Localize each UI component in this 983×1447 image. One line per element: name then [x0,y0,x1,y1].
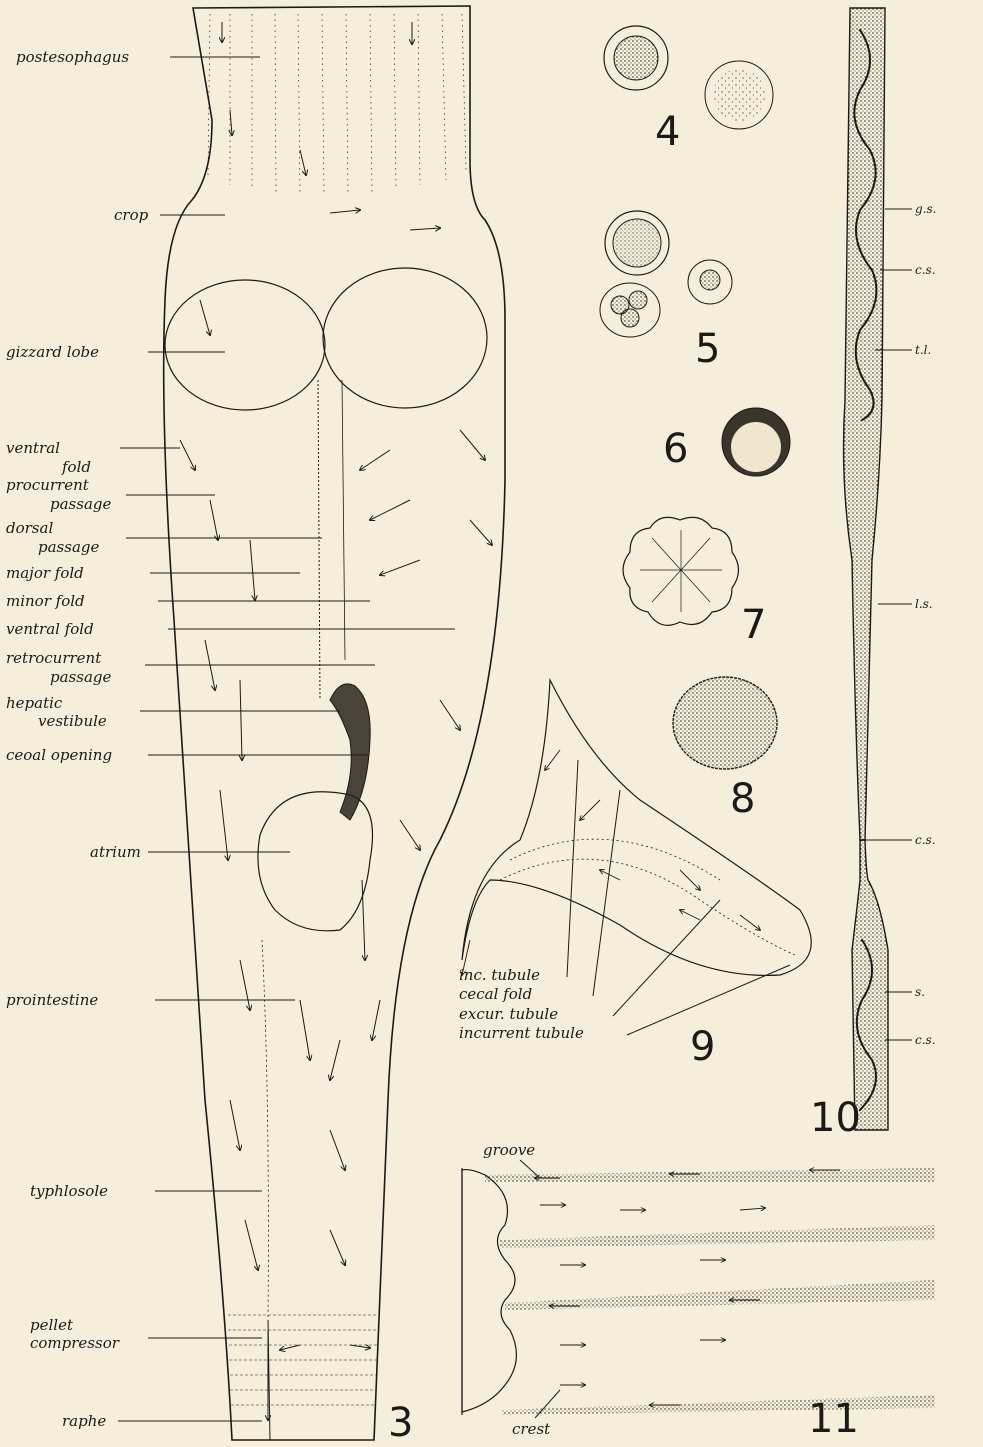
label-pellet-b: compressor [30,1334,120,1352]
figure-number-5: 5 [695,326,720,372]
major-fold [318,380,320,700]
fig5-cell-b-inner [700,270,720,290]
label-dorsal-b: passage [38,538,99,556]
label-ls: l.s. [915,597,933,611]
fig5-cell-c-part-2 [629,291,647,309]
fig5-cell-a-inner [613,219,661,267]
fig9-cecal-fold [500,859,795,955]
fig8-mulberry: 8 [673,677,777,822]
gizzard-lobe-right [323,268,487,408]
atrium [258,792,373,931]
figure-number-6: 6 [663,426,688,472]
label-raphe: raphe [62,1412,106,1430]
label-hepatic-a: hepatic [6,694,63,712]
figure-number-3: 3 [388,1400,413,1446]
label-cs-2: c.s. [915,833,936,847]
label-gizzard-lobe: gizzard lobe [6,343,99,361]
label-ventral-fold-b: fold [61,458,91,476]
minor-fold [342,380,345,660]
label-retrocurrent-b: passage [50,668,111,686]
fig5-cell-c-part-3 [621,309,639,327]
label-minor-fold: minor fold [6,592,85,610]
fig5-cells: 5 [600,211,732,372]
label-cs-1: c.s. [915,263,936,277]
label-ventral-fold-2: ventral fold [6,620,94,638]
label-s: s. [915,985,925,999]
hepatic-vestibule [330,684,370,820]
label-atrium: atrium [90,843,141,861]
fig10-nephridium: g.s. c.s. t.l. l.s. c.s. s. c.s. 10 [810,8,936,1141]
fig9-tubule [510,839,720,880]
figure-number-9: 9 [690,1024,715,1070]
label-incurrent-tubule: incurrent tubule [459,1024,584,1042]
gizzard-lobe-left [165,280,325,410]
fig9-leaders [567,760,790,1035]
label-cecal-fold: cecal fold [459,985,532,1003]
gut-outline [164,6,505,1440]
figure-number-10: 10 [810,1095,861,1141]
label-inc-tubule: inc. tubule [459,966,540,984]
label-postesophagus: postesophagus [16,48,129,66]
figure-number-7: 7 [741,602,766,648]
fig4-cell-a-inner [614,36,658,80]
fig4-cell-b-inner [713,69,765,121]
fig6-cell: 6 [663,408,790,476]
fig7-rays [640,530,722,612]
label-procurrent-b: passage [50,495,111,513]
fig6-cell-inner [731,422,781,472]
flow-arrows [180,22,492,1420]
label-ventral-fold-a: ventral [6,439,60,457]
label-cecal-opening: ceoal opening [6,746,112,764]
fig11-crests: groove crest 11 [462,1141,935,1442]
label-retrocurrent-a: retrocurrent [6,649,102,667]
fig3-gut: postesophagus crop gizzard lobe ventral … [6,6,505,1446]
fig7-rosette: 7 [623,517,766,648]
label-tl: t.l. [915,343,931,357]
fig11-arrows [535,1170,840,1405]
fig8-cell [673,677,777,769]
label-hepatic-b: vestibule [38,712,107,730]
label-dorsal-a: dorsal [6,519,53,537]
label-typhlosole: typhlosole [30,1182,108,1200]
figure-number-11: 11 [808,1396,859,1442]
pellet-compressor [228,1315,378,1405]
fig11-scalloped-edge [462,1170,516,1412]
figure-number-4: 4 [655,109,680,155]
label-groove: groove [483,1141,535,1159]
label-pellet-a: pellet [30,1316,74,1334]
label-crop: crop [114,206,149,224]
label-cs-3: c.s. [915,1033,936,1047]
label-procurrent-a: procurrent [6,476,90,494]
fig4-cells: 4 [604,26,773,155]
typhlosole [262,940,268,1320]
label-major-fold: major fold [6,564,84,582]
label-crest: crest [512,1420,551,1438]
label-gs: g.s. [915,202,936,216]
postesophagus-lines [208,14,466,195]
label-excur-tubule: excur. tubule [459,1005,558,1023]
figure-number-8: 8 [730,776,755,822]
label-prointestine: prointestine [6,991,98,1009]
fig10-upper-tube [844,8,885,840]
